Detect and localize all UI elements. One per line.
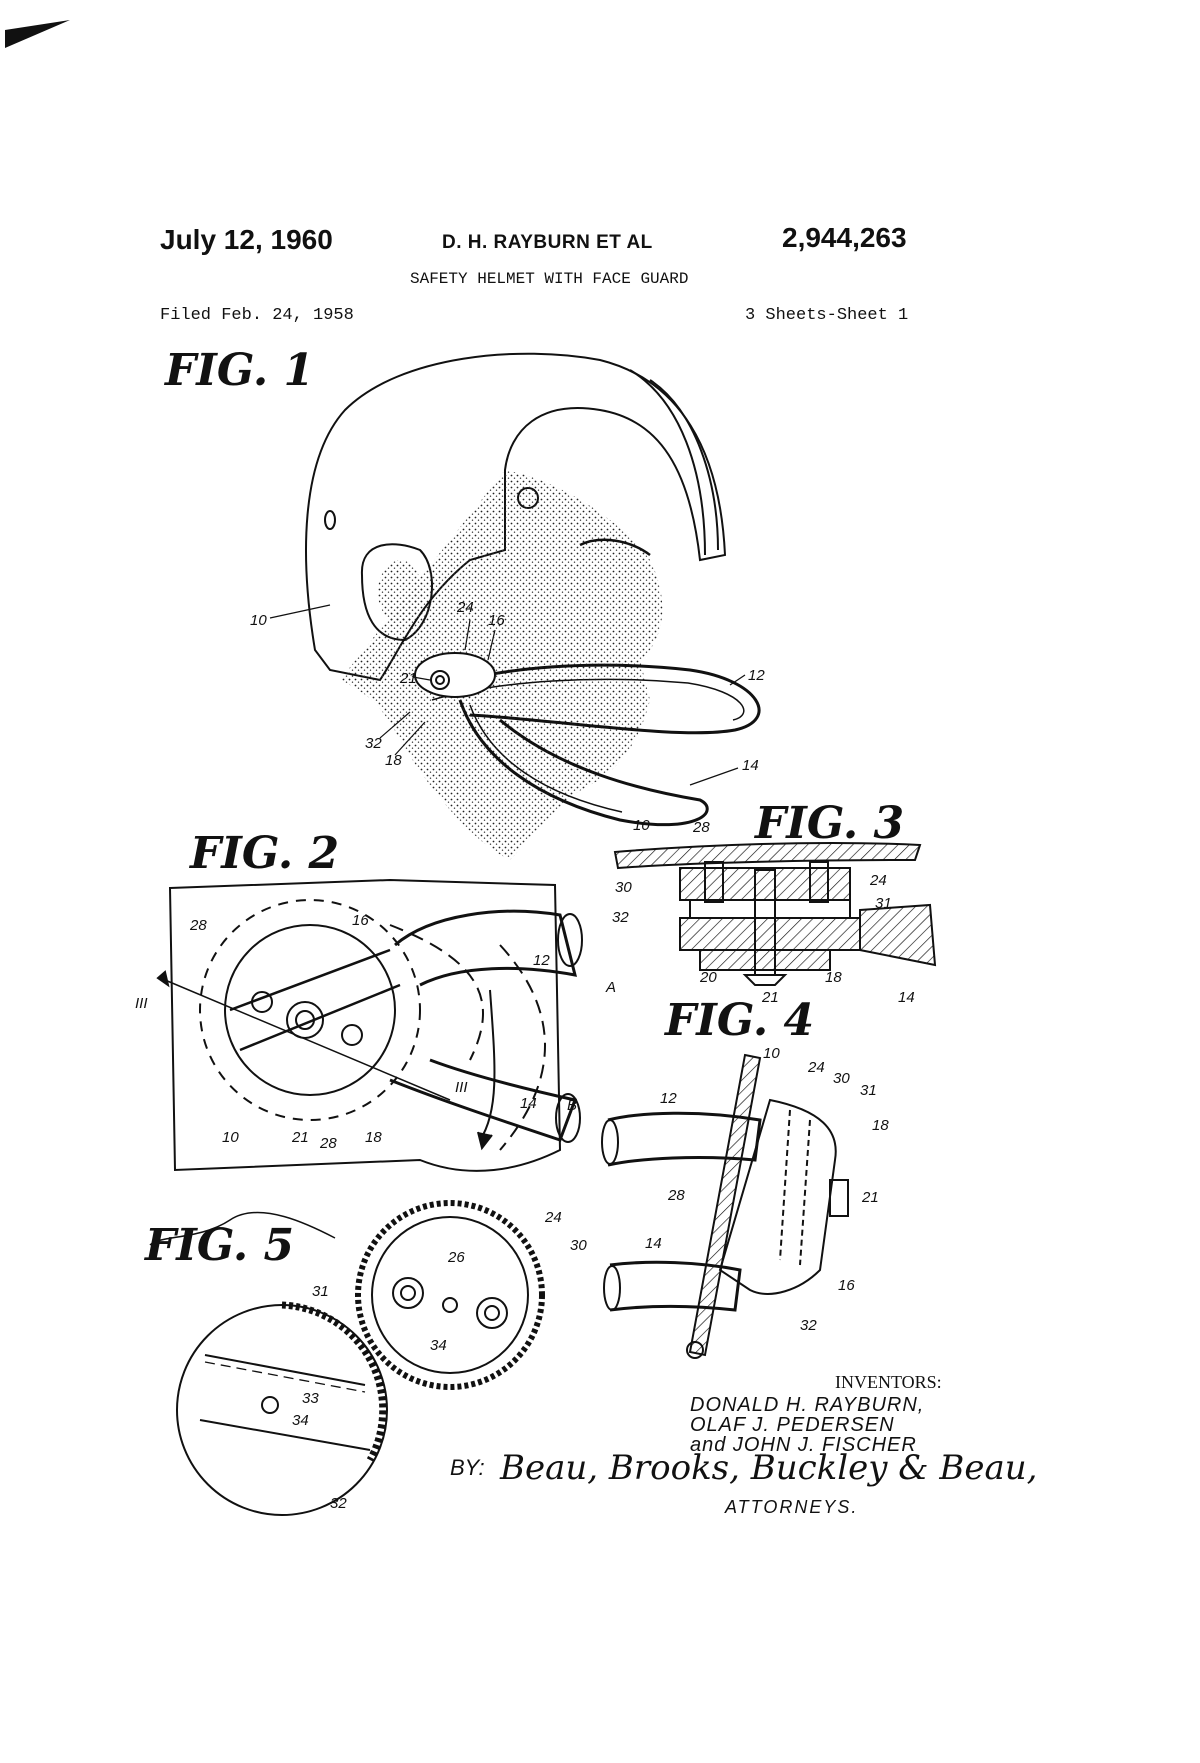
- fig4-refs: 10 24 30 31 12 18 28 21 14 16 32: [645, 1045, 889, 1334]
- ref-label: 31: [860, 1082, 877, 1099]
- ref-label: 24: [807, 1059, 825, 1076]
- ref-label: 16: [352, 912, 369, 929]
- ref-label: 10: [633, 817, 650, 834]
- pivot-hub: [414, 652, 496, 698]
- fig5-drawing: [149, 1200, 545, 1516]
- ref-label: 12: [533, 952, 550, 969]
- ref-label: 28: [189, 917, 207, 934]
- fig4-label: FIG. 4: [665, 995, 815, 1046]
- ref-label: 32: [330, 1495, 347, 1512]
- ref-label: 21: [861, 1189, 879, 1206]
- ref-label: 10: [250, 612, 267, 629]
- ref-label: 31: [875, 895, 892, 912]
- patent-number: 2,944,263: [782, 222, 907, 253]
- helmet-stripe: [629, 369, 719, 556]
- inventor-name: OLAF J. PEDERSEN: [690, 1414, 895, 1436]
- fig3-drawing: [613, 841, 937, 986]
- ref-label: 30: [833, 1070, 850, 1087]
- ref-label: 24: [544, 1209, 562, 1226]
- ref-label: 16: [488, 612, 505, 629]
- ref-label: 21: [399, 670, 417, 687]
- gear-32: [176, 1304, 388, 1516]
- ref-label: 32: [365, 735, 382, 752]
- gear-24: [355, 1200, 545, 1390]
- ref-label: 28: [319, 1135, 337, 1152]
- fig1-drawing: [269, 352, 761, 860]
- ref-label: 18: [825, 969, 842, 986]
- ref-label: 31: [312, 1283, 329, 1300]
- ref-label: 10: [222, 1129, 239, 1146]
- fig1-label: FIG. 1: [165, 345, 315, 396]
- fig2-drawing: [156, 878, 583, 1172]
- ref-label: 12: [660, 1090, 677, 1107]
- ref-label: 32: [800, 1317, 817, 1334]
- ref-label: 24: [869, 872, 887, 889]
- face: [340, 470, 663, 860]
- fig4-drawing: [601, 1053, 849, 1359]
- ref-label: A: [605, 979, 616, 996]
- attorney-signature: Beau, Brooks, Buckley & Beau,: [500, 1448, 1038, 1488]
- fig3-label: FIG. 3: [755, 798, 905, 849]
- ref-label: 21: [291, 1129, 309, 1146]
- ref-label: 34: [430, 1337, 447, 1354]
- ref-label: 34: [292, 1412, 309, 1429]
- guard-bar-14: [389, 1058, 578, 1142]
- ref-label: 14: [520, 1095, 537, 1112]
- patent-date: July 12, 1960: [160, 224, 333, 255]
- ref-label: 14: [742, 757, 759, 774]
- ref-label: 30: [570, 1237, 587, 1254]
- fig1-refs: 10 24 16 21 12 32 18 14: [250, 599, 765, 774]
- fig2-label: FIG. 2: [190, 828, 340, 879]
- filed-date: Filed Feb. 24, 1958: [160, 306, 354, 325]
- ref-label: 28: [692, 819, 710, 836]
- ref-label: 28: [667, 1187, 685, 1204]
- sheet-count: 3 Sheets-Sheet 1: [745, 306, 909, 325]
- ref-label: 16: [838, 1277, 855, 1294]
- ref-label: B: [567, 1097, 577, 1114]
- fig2-refs: 28 16 12 III A 10 21 28 18 III 14 B: [135, 912, 616, 1152]
- ref-label: 30: [615, 879, 632, 896]
- ref-label: 33: [302, 1390, 319, 1407]
- ref-label: 20: [699, 969, 717, 986]
- ref-label: 24: [456, 599, 474, 616]
- ref-label: 18: [872, 1117, 889, 1134]
- ref-label: III: [135, 995, 148, 1012]
- face-guard-upper: [429, 663, 761, 735]
- ref-label: III: [455, 1079, 468, 1096]
- ref-label: 12: [748, 667, 765, 684]
- ref-label: 14: [645, 1235, 662, 1252]
- ref-label: 32: [612, 909, 629, 926]
- inventor-short: D. H. RAYBURN ET AL: [442, 232, 653, 253]
- ref-label: 26: [447, 1249, 465, 1266]
- attorneys-label: ATTORNEYS.: [725, 1497, 859, 1517]
- ref-label: 10: [763, 1045, 780, 1062]
- ref-label: 18: [385, 752, 402, 769]
- patent-title: SAFETY HELMET WITH FACE GUARD: [410, 270, 689, 288]
- inventor-name: and JOHN J. FISCHER: [690, 1434, 917, 1456]
- fig5-refs: 24 30 26 31 34 33 34 32: [292, 1209, 587, 1512]
- face-guard-lower: [458, 699, 709, 827]
- ref-label: 14: [898, 989, 915, 1006]
- inventor-name: DONALD H. RAYBURN,: [690, 1394, 925, 1416]
- corner-mark: [5, 20, 70, 48]
- ref-label: 18: [365, 1129, 382, 1146]
- helmet-side-hole: [324, 510, 336, 530]
- inventors-heading: INVENTORS:: [835, 1372, 942, 1392]
- fig5-label: FIG. 5: [145, 1220, 295, 1271]
- ref-label: 21: [761, 989, 779, 1006]
- fig3-refs: 10 28 24 30 31 32 20 21 18 14: [612, 817, 915, 1006]
- by-label: BY:: [450, 1455, 485, 1480]
